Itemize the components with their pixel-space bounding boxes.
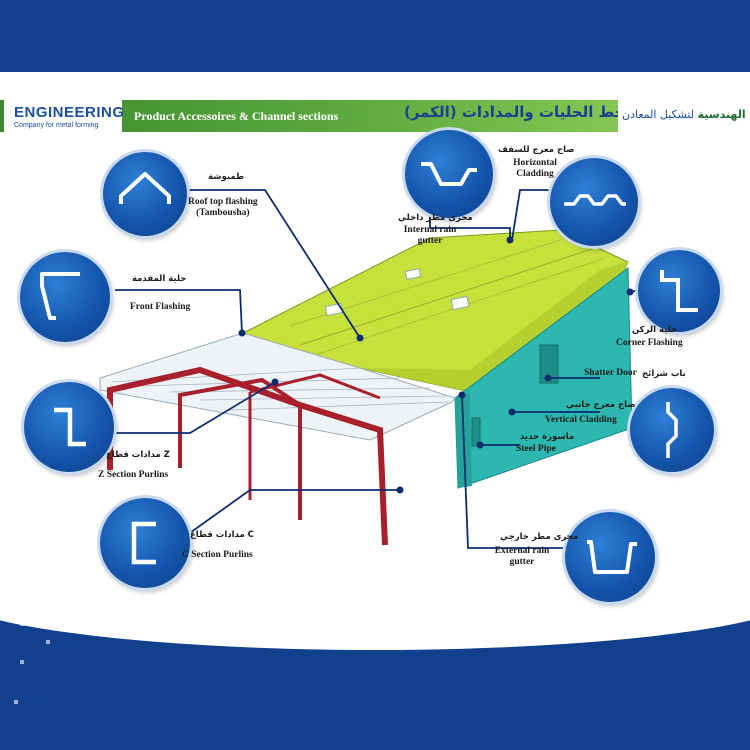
label-shatter-ar: باب شرائح [642, 369, 686, 379]
label-horizontal-ar: صاج معرج للسقف [498, 145, 575, 155]
leader-dot [458, 391, 466, 399]
skylight [404, 268, 422, 280]
label-front-en: Front Flashing [130, 302, 191, 312]
leader-front [115, 289, 243, 334]
leader-dot [626, 288, 634, 296]
company-tagline: Company for metal forming [14, 122, 99, 129]
front-flashing-icon [20, 252, 110, 342]
internal-gutter-icon [405, 130, 493, 218]
skylight [324, 302, 344, 317]
side-door [471, 417, 481, 447]
label-front-ar: حلية المقدمة [132, 274, 187, 284]
brand-arabic: الهندسية لتشكيل المعادن [622, 108, 746, 121]
vertical-cladding-icon [630, 388, 714, 472]
label-vertical-ar: صاج معرج جانبي [566, 400, 636, 410]
leader-dot [396, 486, 404, 494]
leader-c [179, 489, 400, 541]
c-section-icon [100, 498, 190, 588]
label-external-en-1: External rain [494, 546, 550, 556]
steel-frame [178, 377, 302, 468]
label-shatter-en: Shatter Door [584, 368, 637, 378]
title-english: Product Accessoires & Channel sections [134, 109, 339, 123]
label-horizontal-en-2: Cladding [516, 169, 554, 180]
leader-z [100, 381, 276, 434]
title-arabic: خط الحليات والمدادات (الكمر) [404, 103, 626, 121]
leader-lines [100, 189, 641, 549]
roof-top-flashing-icon [103, 152, 187, 236]
label-pipe-ar: ماسورة حديد [520, 432, 575, 442]
leader-external [461, 394, 580, 549]
leader-dot [476, 441, 484, 449]
horizontal-cladding-icon [550, 158, 638, 246]
leader-dot [238, 329, 246, 337]
decor-dot [20, 660, 24, 664]
skylight [450, 295, 470, 311]
purlin [169, 387, 431, 393]
brand-box [618, 100, 750, 132]
label-roof-top-en: Roof top flashing (Tambousha) [188, 197, 258, 220]
roof-ridge [299, 247, 596, 346]
external-gutter-icon [565, 512, 655, 602]
leader-dot [271, 378, 279, 386]
leader-horizontal [511, 189, 555, 241]
decor-dot [46, 640, 50, 644]
top-band [0, 0, 750, 72]
leader-dots [238, 236, 634, 494]
shatter-door [539, 344, 559, 384]
label-roof-top-ar: طمبوشة [208, 172, 245, 182]
label-internal-en-1: Internal rain [403, 225, 457, 235]
label-external-en-2: gutter [509, 557, 535, 568]
label-internal-en-2: gutter [417, 236, 443, 247]
bottom-band [0, 600, 750, 750]
label-roof-top-en-2: (Tambousha) [196, 208, 250, 219]
label-roof-top-en-1: Roof top flashing [188, 197, 258, 207]
leader-dot [544, 374, 552, 382]
brand-arabic-rest: لتشكيل المعادن [622, 108, 695, 121]
label-external-en: External rain gutter [482, 546, 562, 569]
decor-dot [14, 700, 18, 704]
label-external-ar: مجرى مطر خارجي [500, 532, 579, 542]
leader-dot [508, 408, 516, 416]
decor-dot [60, 618, 64, 622]
z-section-icon [24, 382, 114, 472]
label-horizontal-en: Horizontal Cladding [500, 158, 570, 181]
label-z-en: Z Section Purlins [98, 470, 169, 480]
label-corner-ar: حلية الركن [632, 325, 678, 335]
logo-box [4, 100, 122, 132]
brand-arabic-bold: الهندسية [697, 108, 746, 121]
leader-dot [506, 236, 514, 244]
leader-dot [356, 334, 364, 342]
purlin [139, 377, 401, 387]
corner-flashing-icon [638, 250, 720, 332]
label-corner-en: Corner Flashing [616, 338, 683, 348]
label-z-ar: مدادات قطاع Z [106, 450, 170, 460]
label-c-ar: مدادات قطاع C [190, 530, 254, 540]
label-pipe-en: Steel Pipe [516, 444, 556, 454]
purlin [199, 395, 446, 401]
company-logo: ENGINEERING [14, 104, 125, 121]
leader-roof-top [187, 189, 361, 339]
roof-sheet-shade [360, 262, 628, 392]
steel-frame [249, 373, 381, 400]
decor-dot [20, 622, 24, 626]
label-horizontal-en-1: Horizontal [513, 158, 557, 168]
label-internal-ar: مجرى مطر داخلي [398, 213, 473, 223]
label-vertical-en: Vertical Cladding [545, 415, 617, 425]
label-internal-en: Internal rain gutter [400, 225, 460, 248]
label-c-en: C Section Purlins [182, 550, 253, 560]
purlin [229, 401, 449, 411]
steel-frame [107, 366, 388, 546]
